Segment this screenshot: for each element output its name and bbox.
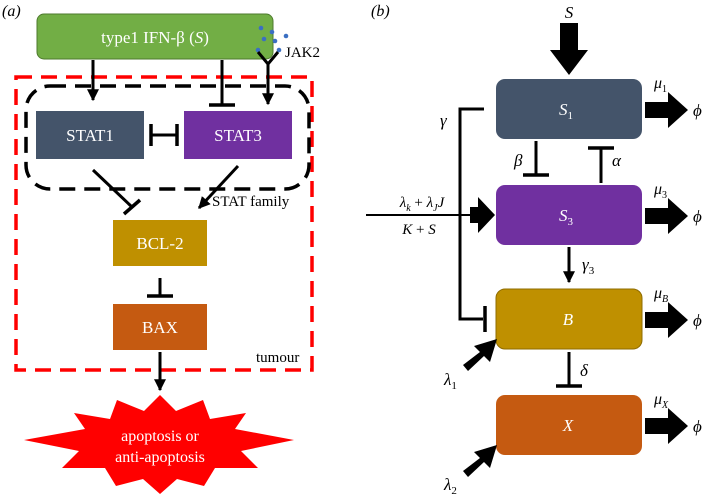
bax-box — [113, 304, 207, 350]
s3-production-arrow — [470, 197, 495, 233]
stat3-activates-bcl2 — [197, 164, 240, 210]
ifn-label: type1 IFN-β (S) — [101, 28, 209, 47]
production-denominator: K + S — [401, 222, 436, 238]
lambda2-arrow — [463, 445, 497, 477]
x-label: X — [562, 416, 574, 435]
muB-label: μB — [653, 285, 668, 305]
b-box — [495, 288, 643, 350]
tumour-boundary — [14, 75, 314, 372]
phi-b: ϕ — [693, 311, 702, 330]
stat-family-boundary — [24, 84, 311, 191]
delta-label: δ — [580, 361, 589, 380]
stat1-inhibits-bcl2 — [91, 168, 134, 209]
s3-box — [496, 185, 642, 245]
production-numerator: λk + λJJ — [399, 195, 446, 214]
x-decay-arrow — [645, 408, 688, 444]
alpha-label: α — [612, 151, 622, 170]
phi-s3: ϕ — [693, 207, 702, 226]
stat3-box — [184, 111, 292, 159]
gamma3-label: γ3 — [582, 255, 595, 277]
stat1-box — [36, 111, 144, 159]
phi-x: ϕ — [693, 417, 702, 436]
panel-a-label: (a) — [2, 3, 21, 20]
panel-b-label: (b) — [371, 3, 390, 20]
bcl2-label: BCL-2 — [136, 234, 183, 253]
outcome-line2: anti-apoptosis — [115, 449, 205, 466]
input-s-label: S — [565, 3, 574, 22]
s1-label: S1 — [559, 100, 573, 122]
gamma-label: γ — [440, 111, 448, 130]
stat-family-label: STAT family — [212, 194, 290, 210]
s3-label: S3 — [559, 206, 574, 228]
bcl2-box — [113, 220, 207, 266]
b-decay-arrow — [645, 302, 688, 338]
muX-label: μX — [653, 391, 669, 411]
ifn-box — [36, 13, 274, 60]
stat1-label: STAT1 — [66, 126, 114, 145]
mu3-label: μ3 — [653, 181, 667, 201]
lambda1-arrow — [463, 339, 497, 371]
tumour-label: tumour — [256, 350, 299, 366]
b-label: B — [563, 310, 574, 329]
beta-label: β — [513, 151, 523, 170]
outcome-starburst — [24, 395, 294, 494]
s1-decay-arrow — [645, 92, 688, 128]
input-s-arrow — [550, 23, 588, 75]
lambda2-label: λ2 — [443, 475, 457, 497]
outcome-line1: apoptosis or — [121, 428, 199, 445]
s1-box — [496, 79, 642, 139]
jak2-label: JAK2 — [285, 45, 320, 61]
jak2-ligand-dots — [255, 25, 289, 53]
stat3-label: STAT3 — [214, 126, 262, 145]
bax-label: BAX — [142, 318, 178, 337]
mu1-label: μ1 — [653, 75, 667, 95]
x-box — [496, 395, 642, 455]
phi-s1: ϕ — [693, 101, 702, 120]
lambda1-label: λ1 — [443, 370, 457, 392]
stat1-inhibits-bcl2-bar — [122, 198, 142, 216]
s3-decay-arrow — [645, 198, 688, 234]
